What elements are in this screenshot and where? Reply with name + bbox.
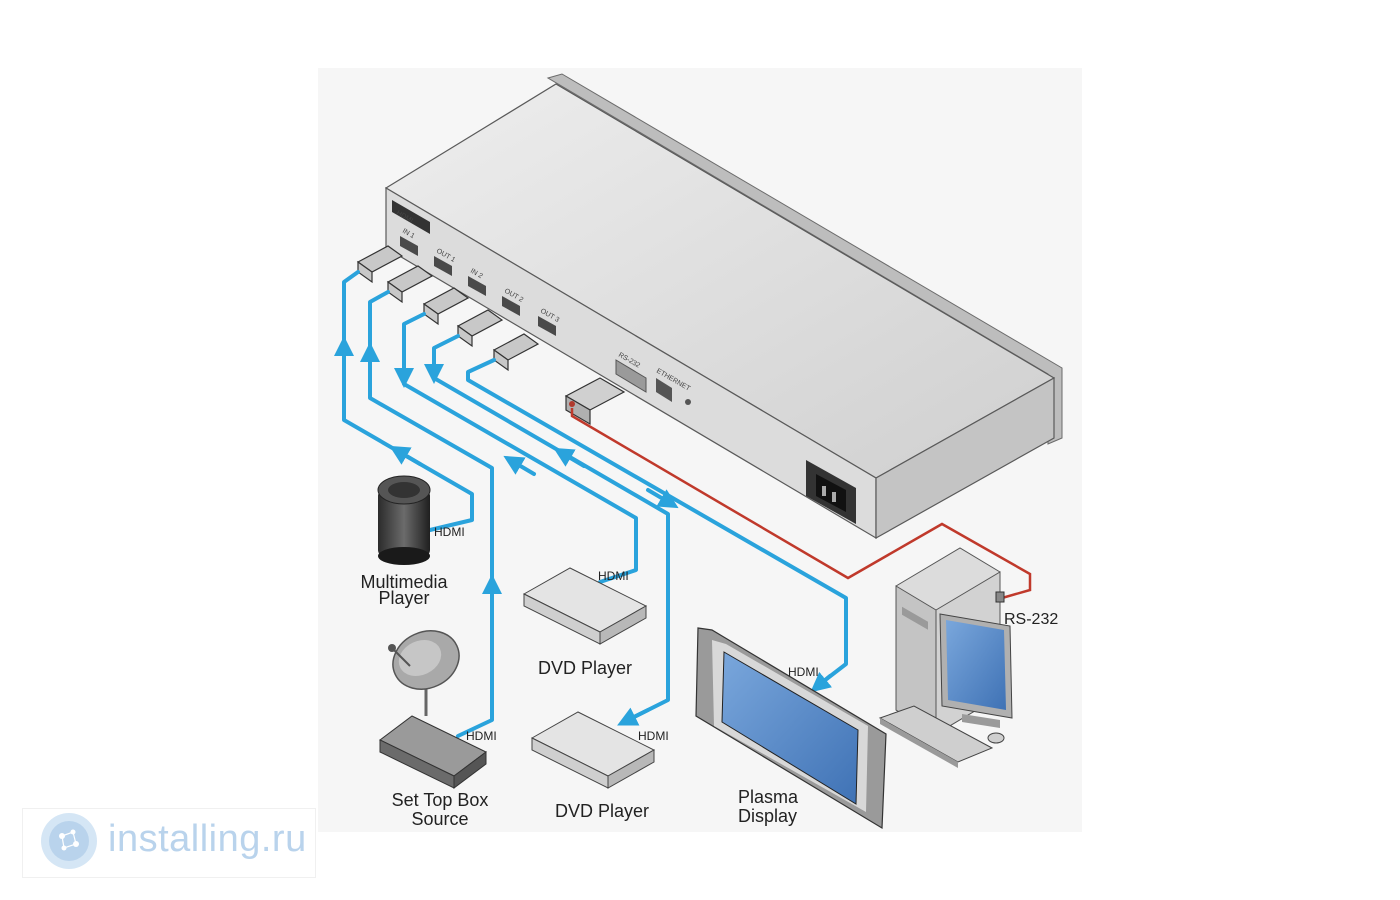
dvd-player-top-label: DVD Player: [538, 658, 632, 678]
hdmi-cable-dvd-bottom: [432, 334, 670, 722]
set-top-box-label-line1: Set Top Box: [392, 790, 489, 810]
signal-arrow-icon: [553, 447, 586, 468]
multimedia-player-device: [377, 475, 431, 565]
rs232-label: RS-232: [1004, 611, 1058, 628]
hdmi-label-plasma: HDMI: [788, 665, 819, 679]
hdmi-plug-4: [456, 309, 504, 348]
plasma-display-label-line1: Plasma: [738, 787, 799, 807]
hdmi-plug-1: [356, 245, 404, 284]
mouse-icon: [987, 732, 1005, 744]
power-inlet: [806, 460, 856, 524]
signal-arrow-icon: [389, 445, 422, 466]
hdmi-cable-plasma: [466, 358, 848, 686]
signal-arrow-icon: [810, 671, 833, 693]
set-top-box-device: [379, 715, 487, 789]
device-reset-button: [685, 399, 691, 405]
hdmi-label-multimedia: HDMI: [434, 525, 465, 539]
hdmi-label-dvd-bottom: HDMI: [638, 729, 669, 743]
watermark-text: installing.ru: [108, 818, 307, 860]
rs232-db9-connector: [564, 377, 626, 426]
hdmi-cable-set-top-box: [368, 290, 494, 738]
set-top-box-label-line2: Source: [411, 809, 468, 829]
satellite-dish-icon: [388, 630, 460, 716]
hdmi-plug-2: [386, 265, 434, 304]
set-top-box-label: Set Top Box Source: [392, 790, 489, 829]
dvd-player-bottom-label: DVD Player: [555, 801, 649, 821]
dvd-player-top-device: [522, 567, 648, 645]
signal-arrow-icon: [617, 707, 650, 726]
hdmi-label-set-top-box: HDMI: [466, 729, 497, 743]
multimedia-player-label-line1: Multimedia: [360, 572, 448, 592]
installing-logo-icon: [41, 813, 97, 869]
multimedia-player-label: Multimedia Player: [360, 572, 448, 608]
hdmi-connectors: [356, 245, 540, 372]
hdmi-plug-5: [492, 333, 540, 372]
multimedia-player-label-line2: Player: [378, 588, 429, 608]
computer-device: [878, 547, 1013, 768]
pc-serial-port: [995, 591, 1005, 603]
hdmi-label-dvd-top: HDMI: [598, 569, 629, 583]
hdmi-plug-3: [422, 287, 470, 326]
rs232-cable: [570, 408, 1032, 600]
keyboard-icon: [878, 705, 994, 768]
signal-arrow-icon: [646, 488, 679, 509]
plasma-display-label: Plasma Display: [738, 787, 799, 826]
hdmi-switcher-device: HDMI IN 1 OUT 1 IN 2 OUT 2 OUT 3 RS-232: [384, 73, 1063, 540]
plasma-display-label-line2: Display: [738, 806, 797, 826]
signal-arrow-icon: [503, 455, 536, 476]
plasma-display-device: [695, 627, 887, 830]
dvd-player-bottom-device: [530, 711, 656, 789]
hdmi-cable-dvd-top: [402, 312, 638, 584]
